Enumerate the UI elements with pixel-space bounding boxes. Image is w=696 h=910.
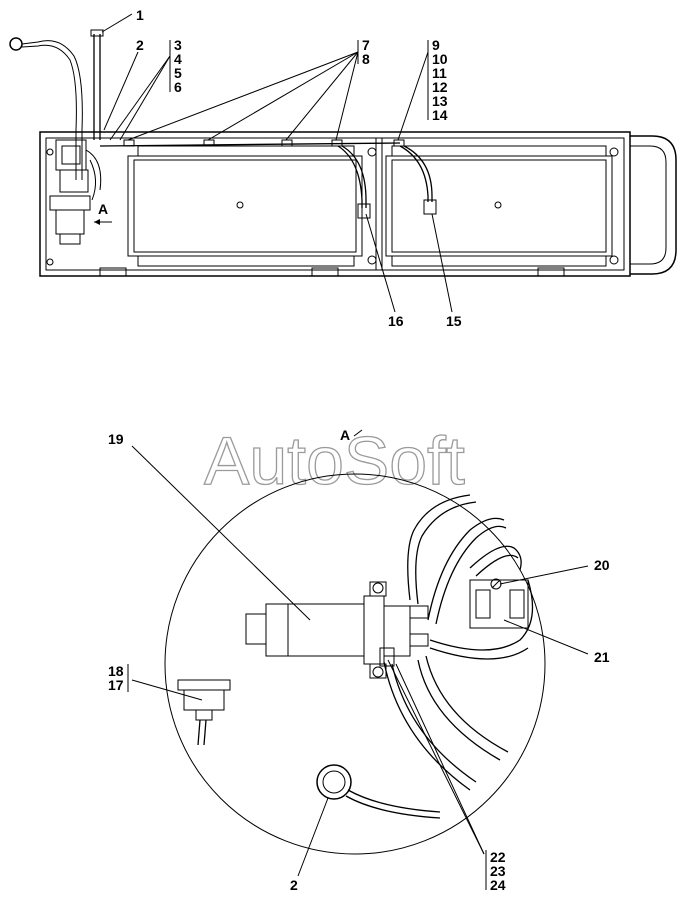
watermark: AutoSoft bbox=[204, 423, 465, 499]
callout-14: 14 bbox=[432, 107, 448, 123]
callout-2-bottom: 2 bbox=[290, 877, 298, 893]
detail-view-a: A bbox=[127, 427, 589, 890]
switch-motor bbox=[245, 581, 429, 679]
callout-22: 22 bbox=[490, 849, 506, 865]
battery-switch bbox=[49, 139, 102, 245]
ring-terminal bbox=[9, 37, 23, 51]
top-leaders bbox=[101, 13, 453, 313]
detail-view-label: A bbox=[340, 427, 350, 443]
callout-16: 16 bbox=[388, 313, 404, 329]
callout-9: 9 bbox=[432, 37, 440, 53]
callout-10: 10 bbox=[432, 51, 448, 67]
callout-1: 1 bbox=[136, 7, 144, 23]
callout-6: 6 bbox=[174, 79, 182, 95]
callout-3: 3 bbox=[174, 37, 182, 53]
callout-23: 23 bbox=[490, 863, 506, 879]
callout-24: 24 bbox=[490, 877, 506, 893]
relay-block bbox=[469, 578, 529, 629]
callout-2-top: 2 bbox=[136, 37, 144, 53]
battery-right bbox=[385, 145, 613, 267]
harness-cable bbox=[99, 142, 401, 147]
callout-18: 18 bbox=[108, 663, 124, 679]
callout-11: 11 bbox=[432, 65, 447, 81]
battery-left bbox=[127, 145, 363, 267]
callout-8: 8 bbox=[362, 51, 370, 67]
ground-ring-terminal bbox=[316, 764, 441, 819]
callout-5: 5 bbox=[174, 65, 182, 81]
detail-circle bbox=[164, 473, 546, 855]
view-arrow-icon bbox=[94, 219, 100, 225]
callout-12: 12 bbox=[432, 79, 448, 95]
callout-19: 19 bbox=[108, 431, 124, 447]
callout-21: 21 bbox=[594, 649, 610, 665]
callout-7: 7 bbox=[362, 37, 370, 53]
callout-13: 13 bbox=[432, 93, 448, 109]
callout-20: 20 bbox=[594, 557, 610, 573]
view-marker: A bbox=[98, 201, 108, 217]
callout-17: 17 bbox=[108, 677, 124, 693]
connector-socket bbox=[177, 679, 231, 746]
battery-box-view: A bbox=[9, 29, 677, 277]
callout-15: 15 bbox=[446, 313, 462, 329]
carry-handle bbox=[630, 135, 677, 275]
callout-4: 4 bbox=[174, 51, 182, 67]
